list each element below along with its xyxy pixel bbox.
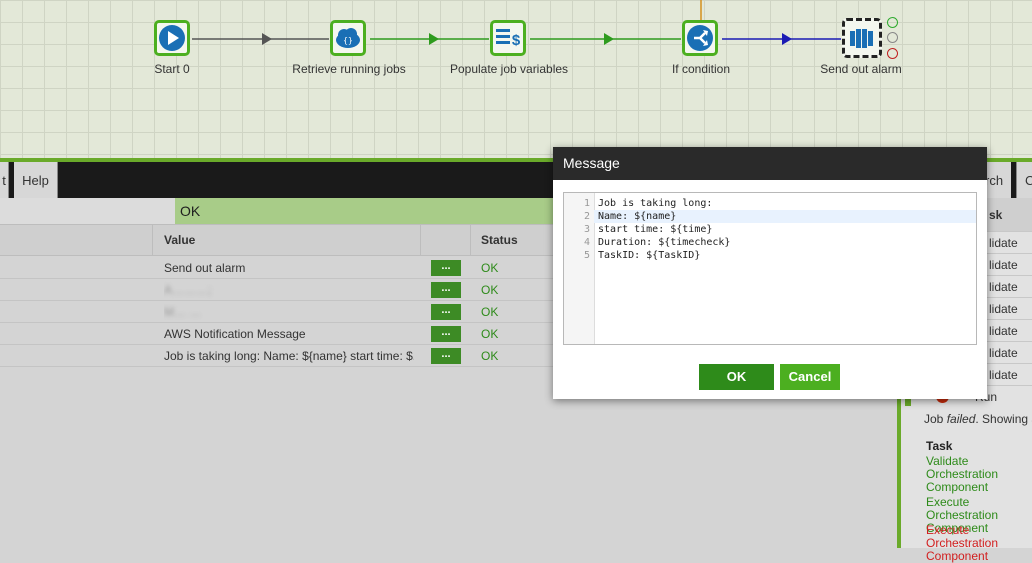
properties-grid-header: Value Status	[0, 224, 560, 256]
table-row[interactable]: Job is taking long: Name: ${name} start …	[0, 345, 560, 367]
row-status: OK	[481, 305, 499, 319]
edit-value-button[interactable]: ...	[431, 326, 461, 342]
branch-icon	[687, 25, 713, 51]
column-separator[interactable]	[470, 225, 471, 255]
edit-value-button[interactable]: ...	[431, 282, 461, 298]
line-number-gutter: 1 2 3 4 5	[564, 193, 595, 344]
row-status: OK	[481, 261, 499, 275]
row-status: OK	[481, 327, 499, 341]
task-header: Task	[926, 439, 953, 453]
row-value: AWS Notification Message	[164, 327, 306, 341]
list-dollar-icon: $	[496, 29, 521, 49]
sns-alarm-icon	[850, 29, 873, 48]
svg-text:$: $	[512, 32, 521, 49]
task-item-validate[interactable]: Validate Orchestration Component	[926, 454, 999, 494]
arrow-if-alarm	[782, 33, 792, 45]
message-editor[interactable]: 1 2 3 4 5 Job is taking long: Name: ${na…	[563, 192, 977, 345]
column-separator[interactable]	[152, 225, 153, 255]
job-status-prefix: Job	[924, 412, 947, 426]
send-alarm-label: Send out alarm	[820, 62, 902, 76]
if-condition-label: If condition	[671, 62, 731, 76]
code-line[interactable]: Job is taking long:	[598, 198, 713, 209]
redacted-value: A………;	[164, 283, 212, 297]
tab-help[interactable]: Help	[14, 162, 58, 198]
start-node[interactable]	[154, 20, 190, 56]
retrieve-jobs-node[interactable]: {}	[330, 20, 366, 56]
dialog-title[interactable]: Message	[553, 147, 987, 180]
play-icon	[159, 25, 185, 51]
tab-partial-right[interactable]: C	[1016, 162, 1032, 198]
ok-button[interactable]: OK	[699, 364, 774, 390]
code-line[interactable]: Duration: ${timecheck}	[598, 237, 731, 248]
success-output-dot[interactable]	[887, 17, 898, 28]
failure-output-dot[interactable]	[887, 48, 898, 59]
task-item-execute[interactable]: Execute Orchestration Component	[926, 495, 999, 535]
tab-partial[interactable]: t	[0, 162, 9, 198]
populate-vars-node[interactable]: $	[490, 20, 526, 56]
message-dialog: Message 1 2 3 4 5 Job is taking long: Na…	[553, 147, 987, 399]
line-number: 2	[583, 211, 590, 222]
expand-marker[interactable]	[905, 398, 911, 406]
retrieve-jobs-label: Retrieve running jobs	[292, 62, 406, 76]
svg-text:{}: {}	[343, 36, 353, 45]
canvas-divider[interactable]	[0, 158, 1032, 162]
line-number: 5	[583, 250, 590, 261]
table-row[interactable]: A………; ... OK	[0, 279, 560, 301]
row-value: Send out alarm	[164, 261, 246, 275]
unconditional-output-dot[interactable]	[887, 32, 898, 43]
row-value: M… …	[164, 301, 414, 323]
redacted-value: M… …	[164, 305, 202, 319]
cancel-button[interactable]: Cancel	[780, 364, 840, 390]
code-line[interactable]: start time: ${time}	[598, 224, 713, 235]
arrow-start-retrieve	[262, 33, 272, 45]
job-status-text: Job failed. Showing all	[924, 412, 1032, 426]
workflow-connectors	[192, 0, 841, 45]
cloud-api-icon: {}	[336, 28, 360, 48]
send-alarm-node[interactable]	[842, 18, 882, 58]
job-status-suffix: . Showing all	[975, 412, 1032, 426]
row-status: OK	[481, 349, 499, 363]
code-line[interactable]: TaskID: ${TaskID}	[598, 250, 701, 261]
start-node-label: Start 0	[154, 62, 190, 76]
edit-value-button[interactable]: ...	[431, 304, 461, 320]
populate-vars-label: Populate job variables	[449, 62, 569, 76]
active-line-highlight	[594, 210, 976, 223]
line-number: 4	[583, 237, 590, 248]
if-condition-node[interactable]	[682, 20, 718, 56]
table-row[interactable]: Send out alarm ... OK	[0, 257, 560, 279]
code-line[interactable]: Name: ${name}	[598, 211, 677, 222]
column-header-value[interactable]: Value	[164, 233, 196, 247]
row-status: OK	[481, 283, 499, 297]
arrow-retrieve-populate	[429, 33, 439, 45]
table-row[interactable]: AWS Notification Message ... OK	[0, 323, 560, 345]
edit-value-button[interactable]: ...	[431, 348, 461, 364]
column-header-status[interactable]: Status	[481, 233, 518, 247]
job-status-word: failed	[946, 412, 976, 426]
arrow-populate-if	[604, 33, 614, 45]
edit-value-button[interactable]: ...	[431, 260, 461, 276]
line-number: 3	[583, 224, 590, 235]
table-row[interactable]: M… … ... OK	[0, 301, 560, 323]
column-separator[interactable]	[420, 225, 421, 255]
validation-status: OK	[175, 198, 560, 224]
line-number: 1	[583, 198, 590, 209]
row-value: A………;	[164, 279, 414, 301]
row-value: Job is taking long: Name: ${name} start …	[164, 349, 414, 363]
task-item-execute-failed[interactable]: Execute Orchestration Component	[926, 523, 999, 563]
